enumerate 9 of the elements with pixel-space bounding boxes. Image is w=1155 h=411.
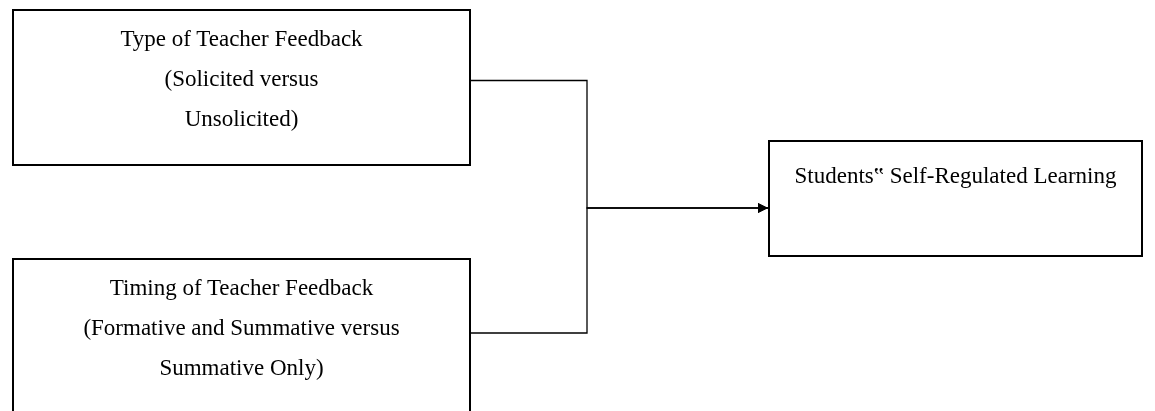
connector-arrow [470,203,769,334]
box-title: Students‟ Self-Regulated Learning [794,162,1117,190]
process-box [768,140,1143,257]
process-box [12,9,471,166]
box-title: Type of Teacher Feedback [120,25,363,53]
box-subtitle: (Solicited versus Unsolicited) [163,65,320,133]
box-subtitle: (Formative and Summative versus Summative Only) [82,314,401,382]
process-box [12,258,471,411]
box-title: Timing of Teacher Feedback [109,274,374,302]
